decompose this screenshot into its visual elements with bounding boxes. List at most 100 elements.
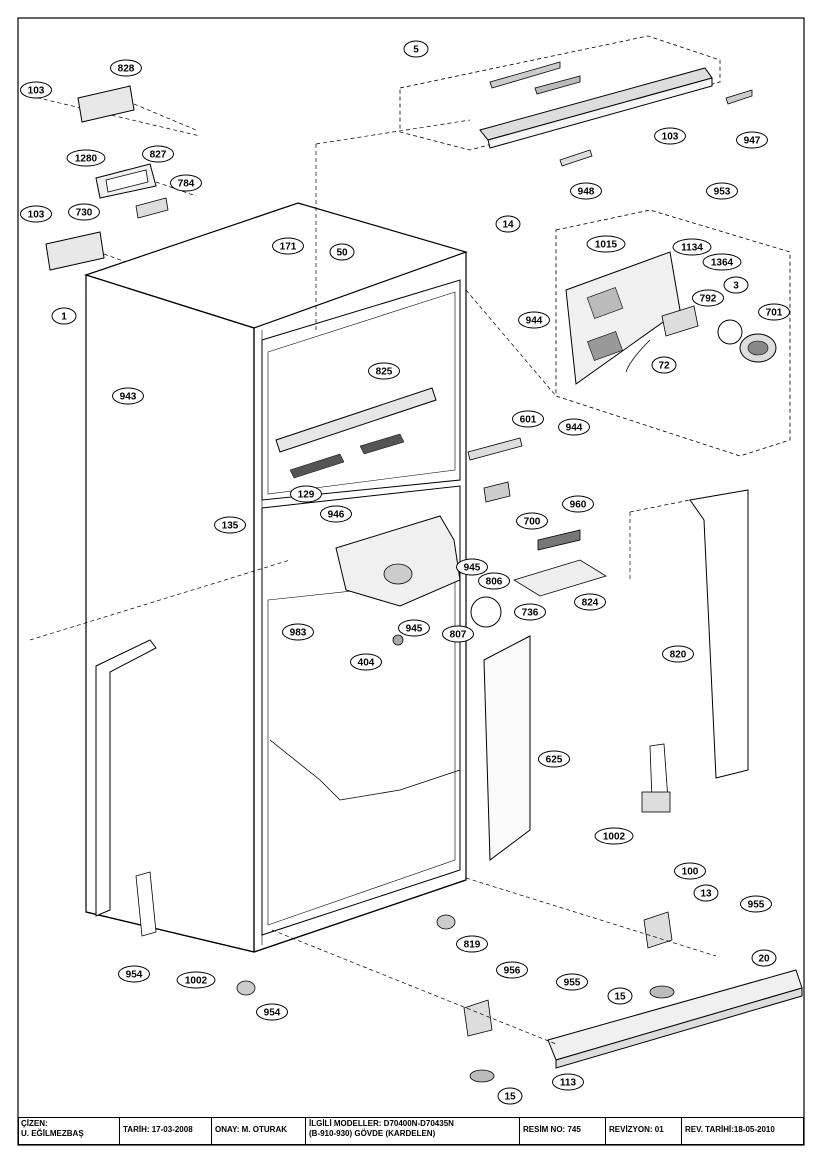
callout-text: 404 bbox=[358, 658, 375, 669]
callout-bubble bbox=[68, 203, 100, 221]
callout-text: 700 bbox=[524, 517, 541, 528]
callout-953: 953 bbox=[706, 182, 738, 200]
callout-text: 15 bbox=[504, 1092, 516, 1103]
callout-text: 1280 bbox=[75, 154, 98, 165]
callout-bubble bbox=[723, 276, 749, 294]
callout-72: 72 bbox=[651, 356, 677, 374]
callout-827: 827 bbox=[142, 145, 174, 163]
callout-bubble bbox=[20, 81, 52, 99]
callout-text: 824 bbox=[582, 598, 599, 609]
callout-bubble bbox=[693, 884, 719, 902]
callout-text: 956 bbox=[504, 966, 521, 977]
callout-1364: 1364 bbox=[702, 253, 742, 271]
callout-946: 946 bbox=[320, 505, 352, 523]
callout-1280: 1280 bbox=[66, 149, 106, 167]
callout-text: 943 bbox=[120, 392, 137, 403]
hinge-covers bbox=[45, 85, 197, 271]
callout-bubble bbox=[562, 495, 594, 513]
callout-text: 955 bbox=[748, 900, 765, 911]
callout-bubble bbox=[692, 289, 724, 307]
callout-20: 20 bbox=[751, 949, 777, 967]
callout-955: 955 bbox=[556, 973, 588, 991]
callout-700: 700 bbox=[516, 512, 548, 530]
callout-945: 945 bbox=[456, 558, 488, 576]
callout-text: 171 bbox=[280, 242, 297, 253]
callout-bubble bbox=[706, 182, 738, 200]
callout-text: 100 bbox=[682, 867, 699, 878]
callout-text: 5 bbox=[413, 45, 419, 56]
callout-text: 945 bbox=[464, 563, 481, 574]
callout-955: 955 bbox=[740, 895, 772, 913]
callout-bubble bbox=[751, 949, 777, 967]
callout-944: 944 bbox=[518, 311, 550, 329]
callout-15: 15 bbox=[497, 1087, 523, 1105]
callout-text: 701 bbox=[766, 308, 783, 319]
callout-1002: 1002 bbox=[176, 971, 216, 989]
callout-825: 825 bbox=[368, 362, 400, 380]
callout-bubble bbox=[118, 965, 150, 983]
callout-983: 983 bbox=[282, 623, 314, 641]
callout-bubble bbox=[403, 40, 429, 58]
callout-text: 625 bbox=[546, 755, 563, 766]
callout-bubble bbox=[368, 362, 400, 380]
callout-730: 730 bbox=[68, 203, 100, 221]
callout-1: 1 bbox=[51, 307, 77, 325]
callout-bubble bbox=[66, 149, 106, 167]
callout-701: 701 bbox=[758, 303, 790, 321]
callout-bubble bbox=[456, 558, 488, 576]
callout-945: 945 bbox=[398, 619, 430, 637]
callout-171: 171 bbox=[272, 237, 304, 255]
callout-bubble bbox=[398, 619, 430, 637]
callout-bubble bbox=[495, 215, 521, 233]
callout-bubble bbox=[478, 572, 510, 590]
callout-bubble bbox=[512, 410, 544, 428]
callout-text: 113 bbox=[560, 1078, 577, 1089]
callout-bubble bbox=[570, 182, 602, 200]
callout-bubble bbox=[176, 971, 216, 989]
callout-text: 825 bbox=[376, 367, 393, 378]
callout-bubble bbox=[654, 127, 686, 145]
callout-bubble bbox=[142, 145, 174, 163]
drawing-number-value: RESİM NO: 745 bbox=[523, 1125, 581, 1134]
callout-954: 954 bbox=[256, 1003, 288, 1021]
callout-bubble bbox=[272, 237, 304, 255]
callout-948: 948 bbox=[570, 182, 602, 200]
revision-cell: REVİZYON: 01 bbox=[606, 1117, 682, 1145]
callout-text: 1015 bbox=[595, 240, 618, 251]
callout-text: 103 bbox=[662, 132, 679, 143]
drawing-frame bbox=[17, 17, 805, 1146]
callout-944: 944 bbox=[558, 418, 590, 436]
callout-text: 792 bbox=[700, 294, 717, 305]
callout-text: 827 bbox=[150, 150, 167, 161]
revision-date-cell: REV. TARİHİ:18-05-2010 bbox=[682, 1117, 804, 1145]
callout-956: 956 bbox=[496, 961, 528, 979]
callout-text: 730 bbox=[76, 208, 93, 219]
callout-bubble bbox=[558, 418, 590, 436]
callout-1134: 1134 bbox=[672, 238, 712, 256]
callout-text: 1 bbox=[61, 312, 67, 323]
approval-cell: ONAY: M. OTURAK bbox=[212, 1117, 306, 1145]
callout-404: 404 bbox=[350, 653, 382, 671]
callout-806: 806 bbox=[478, 572, 510, 590]
callout-text: 129 bbox=[298, 490, 315, 501]
callout-792: 792 bbox=[692, 289, 724, 307]
callout-bubble bbox=[758, 303, 790, 321]
callout-14: 14 bbox=[495, 215, 521, 233]
callout-bubble bbox=[20, 205, 52, 223]
callout-text: 736 bbox=[522, 608, 539, 619]
callout-text: 944 bbox=[526, 316, 543, 327]
callout-bubble bbox=[662, 645, 694, 663]
callout-129: 129 bbox=[290, 485, 322, 503]
callout-text: 955 bbox=[564, 978, 581, 989]
bottom-hardware bbox=[236, 877, 803, 1083]
revision-date-value: REV. TARİHİ:18-05-2010 bbox=[685, 1125, 775, 1134]
callout-text: 944 bbox=[566, 423, 583, 434]
callout-text: 135 bbox=[222, 521, 239, 532]
callout-text: 50 bbox=[336, 248, 348, 259]
fan-assembly bbox=[335, 437, 607, 646]
callout-bubble bbox=[607, 987, 633, 1005]
callout-bubble bbox=[214, 516, 246, 534]
callout-15: 15 bbox=[607, 987, 633, 1005]
callout-947: 947 bbox=[736, 131, 768, 149]
